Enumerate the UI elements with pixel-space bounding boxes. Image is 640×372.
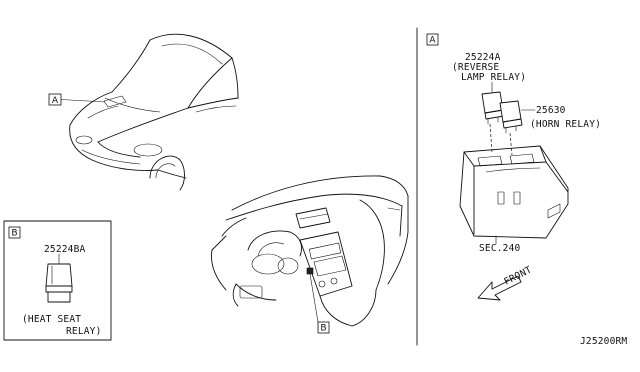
horn-relay-name: (HORN RELAY) [530, 119, 601, 130]
reverse-relay-name-line1: (REVERSE [452, 62, 499, 73]
dash-callout-b: B [320, 324, 326, 334]
dash-callout-b-box [317, 321, 330, 334]
horn-relay-part-number: 25630 [536, 105, 566, 116]
reverse-relay-name-line2: LAMP RELAY) [461, 72, 526, 83]
dashboard-illustration [211, 175, 409, 327]
heat-seat-relay-part-number: 25224BA [44, 244, 86, 255]
callout-a-car: A [52, 96, 59, 106]
reverse-relay-install-line [489, 123, 493, 153]
inset-b-callout-box [8, 226, 21, 239]
callout-a-car-leader [60, 99, 106, 103]
car-illustration [69, 33, 239, 191]
inset-b-frame [3, 220, 112, 341]
diagram-code: J25200RM [580, 336, 627, 347]
reverse-relay-part-number: 25224A [465, 52, 501, 63]
dash-relay-marker [306, 267, 314, 275]
front-direction-label: FRONT [502, 264, 533, 287]
detail-a-callout: A [429, 36, 436, 46]
relay-block [459, 145, 569, 239]
horn-relay-install-line [509, 132, 513, 156]
sec240-label: SEC.240 [479, 243, 521, 254]
front-arrow-icon [477, 275, 522, 301]
heat-seat-relay-name-line1: (HEAT SEAT [22, 314, 81, 325]
heat-seat-relay [45, 263, 73, 303]
detail-a-callout-box [426, 33, 439, 46]
horn-relay [499, 100, 523, 134]
dash-callout-b-leader [309, 273, 319, 323]
inset-b-callout: B [11, 229, 17, 239]
heat-seat-relay-name-line2: RELAY) [66, 326, 102, 337]
